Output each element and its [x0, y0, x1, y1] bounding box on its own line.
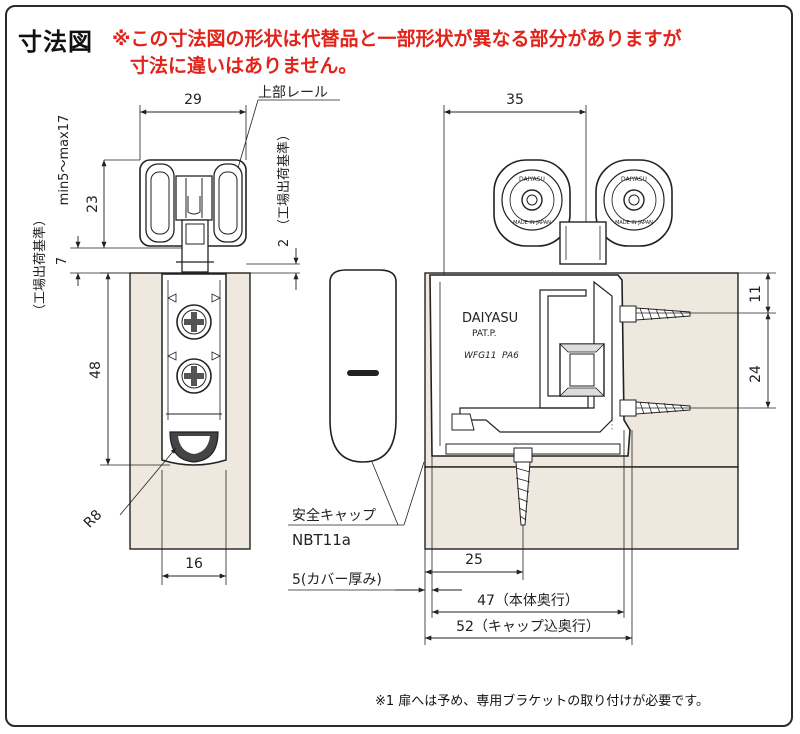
screw-upper — [176, 304, 212, 340]
page-title: 寸法図 — [18, 28, 93, 56]
label-min-max: min5～max17 — [57, 115, 72, 206]
label-factory-standard-right: （工場出荷基準） — [276, 128, 292, 232]
hanger-body: DAIYASU PAT.P. WFG11 PA6 — [429, 274, 631, 457]
dim-23: 23 — [85, 195, 101, 213]
label-top-rail: 上部レール — [258, 85, 328, 101]
wheel-left: DAIYASU MADE IN JAPAN — [493, 159, 571, 247]
top-rail-section — [139, 159, 247, 247]
dim-47: 47（本体奥行） — [477, 592, 579, 609]
right-door-lower — [424, 466, 739, 550]
dim-35: 35 — [506, 92, 524, 108]
dim-7: 7 — [55, 257, 70, 265]
safety-cap-shape — [329, 269, 397, 463]
dim-5-cover: 5(カバー厚み) — [292, 572, 382, 588]
label-cap-model: NBT11a — [292, 531, 351, 549]
wheel-right: DAIYASU MADE IN JAPAN — [595, 159, 673, 247]
material-text: PA6 — [502, 351, 519, 361]
wheel-left-brand: DAIYASU — [519, 176, 545, 183]
axle-block — [559, 221, 607, 265]
dim-48: 48 — [88, 361, 104, 379]
dim-52: 52（キャップ込奥行） — [456, 618, 600, 635]
footnote: ※1 扉へは予め、専用ブラケットの取り付けが必要です。 — [375, 694, 709, 709]
screw-lower — [176, 358, 212, 394]
label-safety-cap: 安全キャップ — [292, 507, 376, 524]
model-code-text: WFG11 — [464, 351, 497, 361]
dim-16: 16 — [185, 556, 203, 572]
safety-cap-view: 安全キャップ NBT11a — [288, 269, 425, 549]
left-view: 29 上部レール 23 min5～max17 （工場出荷基準） 7 2 （工場出… — [32, 85, 340, 585]
dim-24: 24 — [748, 365, 764, 383]
right-view: DAIYASU MADE IN JAPAN DAIYASU MADE IN JA… — [288, 92, 776, 645]
dim-25: 25 — [465, 552, 483, 568]
dim-r8: R8 — [81, 507, 105, 531]
notice-line-1: ※この寸法図の形状は代替品と一部形状が異なる部分がありますが — [112, 28, 682, 50]
brand-text: DAIYASU — [462, 311, 518, 326]
door-screw-upper — [619, 305, 691, 323]
patent-text: PAT.P. — [472, 329, 497, 339]
wheel-right-brand: DAIYASU — [621, 176, 647, 183]
dim-11: 11 — [748, 285, 764, 303]
door-screw-bottom — [513, 447, 533, 526]
wheel-left-origin: MADE IN JAPAN — [513, 220, 551, 226]
dim-2: 2 — [277, 239, 292, 247]
label-factory-standard-left: （工場出荷基準） — [32, 213, 48, 317]
dim-29: 29 — [184, 92, 202, 108]
notice-line-2: 寸法に違いはありません。 — [130, 55, 358, 77]
wheel-right-origin: MADE IN JAPAN — [615, 220, 653, 226]
